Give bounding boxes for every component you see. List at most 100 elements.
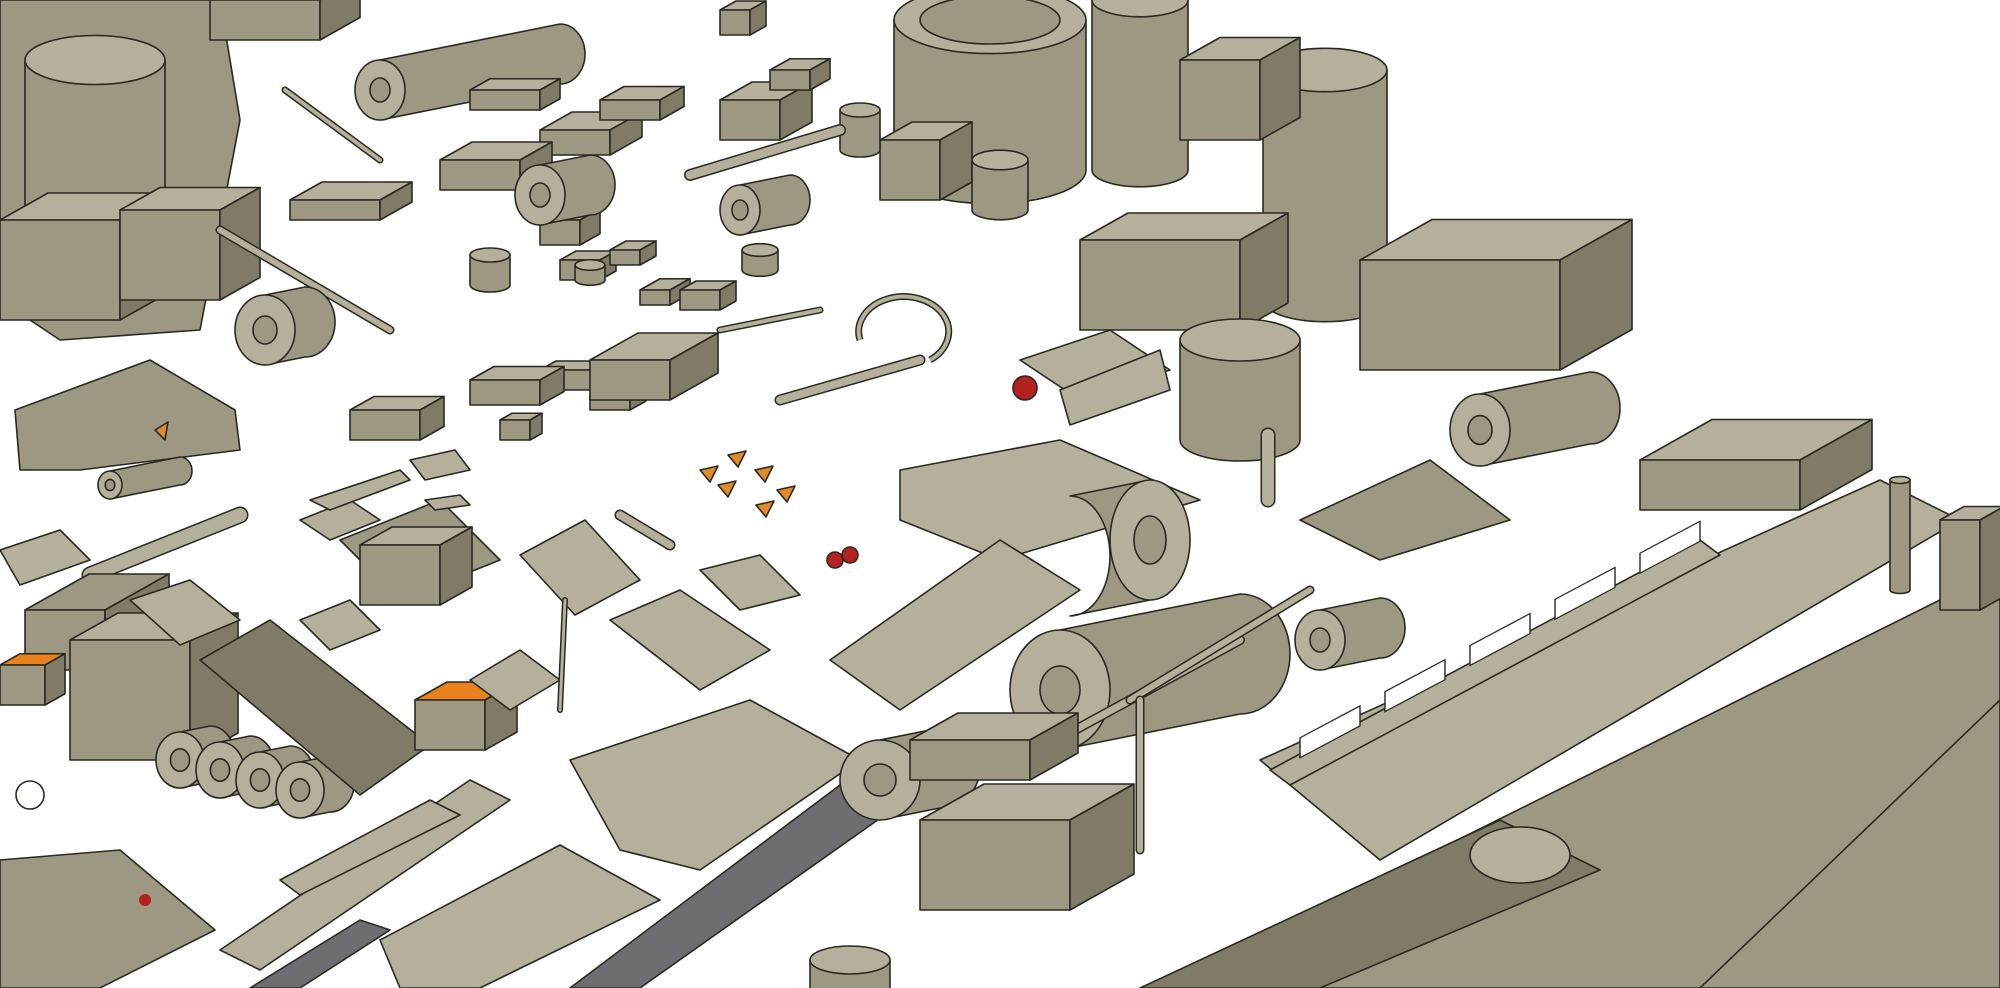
box-front: [209, 0, 321, 41]
exhaust-post: [1889, 475, 1911, 595]
small-dome: [741, 242, 779, 278]
warning-triangle-6: [755, 500, 775, 518]
box-side: [539, 77, 561, 111]
small-component-11: [469, 365, 565, 406]
frame-cutout: [1299, 704, 1361, 759]
cylinder-body: [469, 254, 511, 293]
drum-body: [109, 456, 193, 500]
box-front: [719, 9, 751, 36]
top-bracket: [209, 0, 361, 41]
frame-cutout: [1384, 658, 1446, 713]
box-side: [639, 240, 657, 266]
cylinder-top: [1179, 318, 1301, 362]
drum-hub: [209, 757, 231, 782]
thin-rods-group: [519, 519, 641, 616]
engine-block-box: [1359, 218, 1633, 371]
drum-hub: [1309, 627, 1331, 653]
tall-cylinder: [1091, 0, 1189, 188]
small-component-5: [289, 181, 413, 221]
box-front: [499, 419, 531, 441]
cylinder-body: [1091, 0, 1189, 188]
frame-cutout: [1554, 566, 1616, 621]
floor-plate-bl: [0, 849, 216, 988]
fender-plate: [569, 699, 861, 871]
engine-cylinder: [24, 34, 166, 236]
square-plate: [699, 554, 801, 611]
linkage-rod: [718, 308, 822, 332]
gearbox-housing: [1179, 36, 1301, 141]
small-component-20: [719, 0, 767, 36]
star-fitting: [15, 780, 45, 810]
box-front: [909, 739, 1031, 781]
box-front: [1639, 459, 1801, 511]
box-front: [919, 819, 1071, 911]
red-marker: [139, 894, 151, 906]
cylinder-top: [741, 242, 779, 258]
box-front: [469, 89, 541, 111]
drum-hub: [369, 77, 391, 103]
box-side: [419, 395, 445, 441]
twin-cylinder: [719, 174, 811, 236]
cylinder-top: [574, 258, 606, 272]
cylinder-body: [839, 109, 881, 158]
box-front: [469, 379, 541, 406]
antenna-mast: [558, 598, 567, 712]
drum-hub: [104, 478, 116, 492]
box-side: [809, 57, 831, 91]
warning-triangle-4: [754, 465, 774, 483]
lever-rod: [283, 88, 382, 162]
dome-cap: [574, 258, 606, 287]
box-front: [0, 664, 46, 706]
long-tube: [83, 508, 247, 582]
drum-hub: [1133, 515, 1167, 565]
cylinder-body: [1889, 479, 1911, 595]
cable-loop-inner: [856, 294, 951, 362]
box-side: [1029, 712, 1079, 781]
small-component-12: [589, 332, 719, 401]
small-vent-plate: [299, 599, 381, 651]
box-side: [379, 181, 413, 221]
drum-hub: [252, 315, 278, 345]
red-lens: [1012, 375, 1038, 401]
box-side: [659, 85, 685, 121]
box-front: [769, 69, 811, 91]
frame-cutout: [1469, 612, 1531, 667]
stacked-box: [359, 526, 473, 606]
small-motor: [514, 154, 616, 226]
air-filter-canister: [1179, 318, 1301, 462]
hatch-cover: [1469, 826, 1571, 884]
box-front: [679, 289, 721, 311]
angle-bracket: [0, 529, 91, 586]
box-side: [44, 652, 66, 706]
slanted-pad: [309, 469, 411, 511]
cylinder-body: [971, 159, 1029, 221]
box-side: [1799, 418, 1873, 511]
tube-pair: [97, 456, 193, 500]
cylinder-body: [741, 249, 779, 278]
box-front: [719, 99, 781, 141]
warning-triangle-2: [727, 450, 747, 468]
cover-plate: [1059, 349, 1171, 426]
box-side: [1239, 212, 1289, 331]
box-front: [639, 289, 671, 306]
turret-ring-bolts: [919, 0, 1061, 45]
drum-hub: [529, 182, 551, 208]
box-front: [349, 409, 421, 441]
valve-housing: [971, 149, 1029, 221]
hull-sloped-armor: [1699, 699, 2000, 988]
red-cap-1: [826, 551, 844, 569]
cylinder-top: [24, 34, 166, 86]
small-component-16: [499, 412, 543, 441]
box-front: [609, 249, 641, 266]
box-side: [1559, 218, 1633, 371]
small-component-3: [599, 85, 685, 121]
drum-body: [1479, 371, 1621, 467]
upper-housing: [909, 712, 1079, 781]
small-component-1: [469, 77, 561, 111]
small-cylinder: [839, 102, 881, 158]
armored-cover: [14, 359, 241, 471]
box-side: [439, 526, 473, 606]
cylinder-top: [839, 102, 881, 118]
